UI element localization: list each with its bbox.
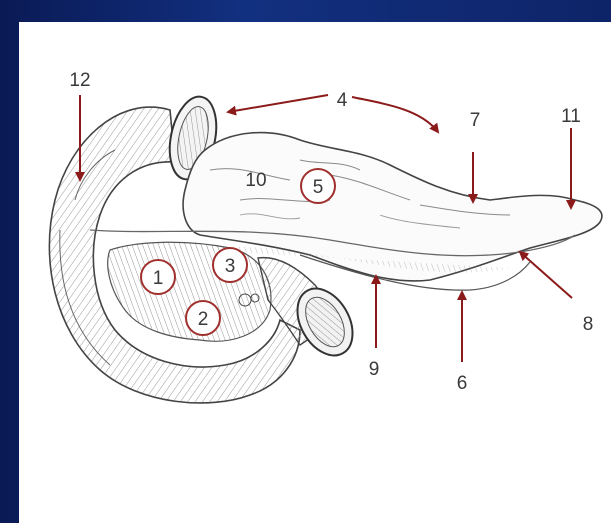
label-8: 8 — [583, 314, 594, 335]
label-6: 6 — [457, 373, 468, 394]
label-5: 5 — [313, 177, 324, 198]
label-3: 3 — [225, 256, 236, 277]
label-1: 1 — [153, 268, 164, 289]
label-10: 10 — [245, 170, 266, 191]
label-2: 2 — [198, 309, 209, 330]
arrow-4-left — [228, 95, 328, 112]
label-9: 9 — [369, 359, 380, 380]
label-11: 11 — [561, 106, 581, 127]
arrow-4-right — [352, 97, 438, 132]
label-7: 7 — [470, 110, 481, 131]
label-4: 4 — [337, 90, 348, 111]
arrow-8 — [520, 252, 572, 298]
label-12: 12 — [69, 70, 90, 91]
